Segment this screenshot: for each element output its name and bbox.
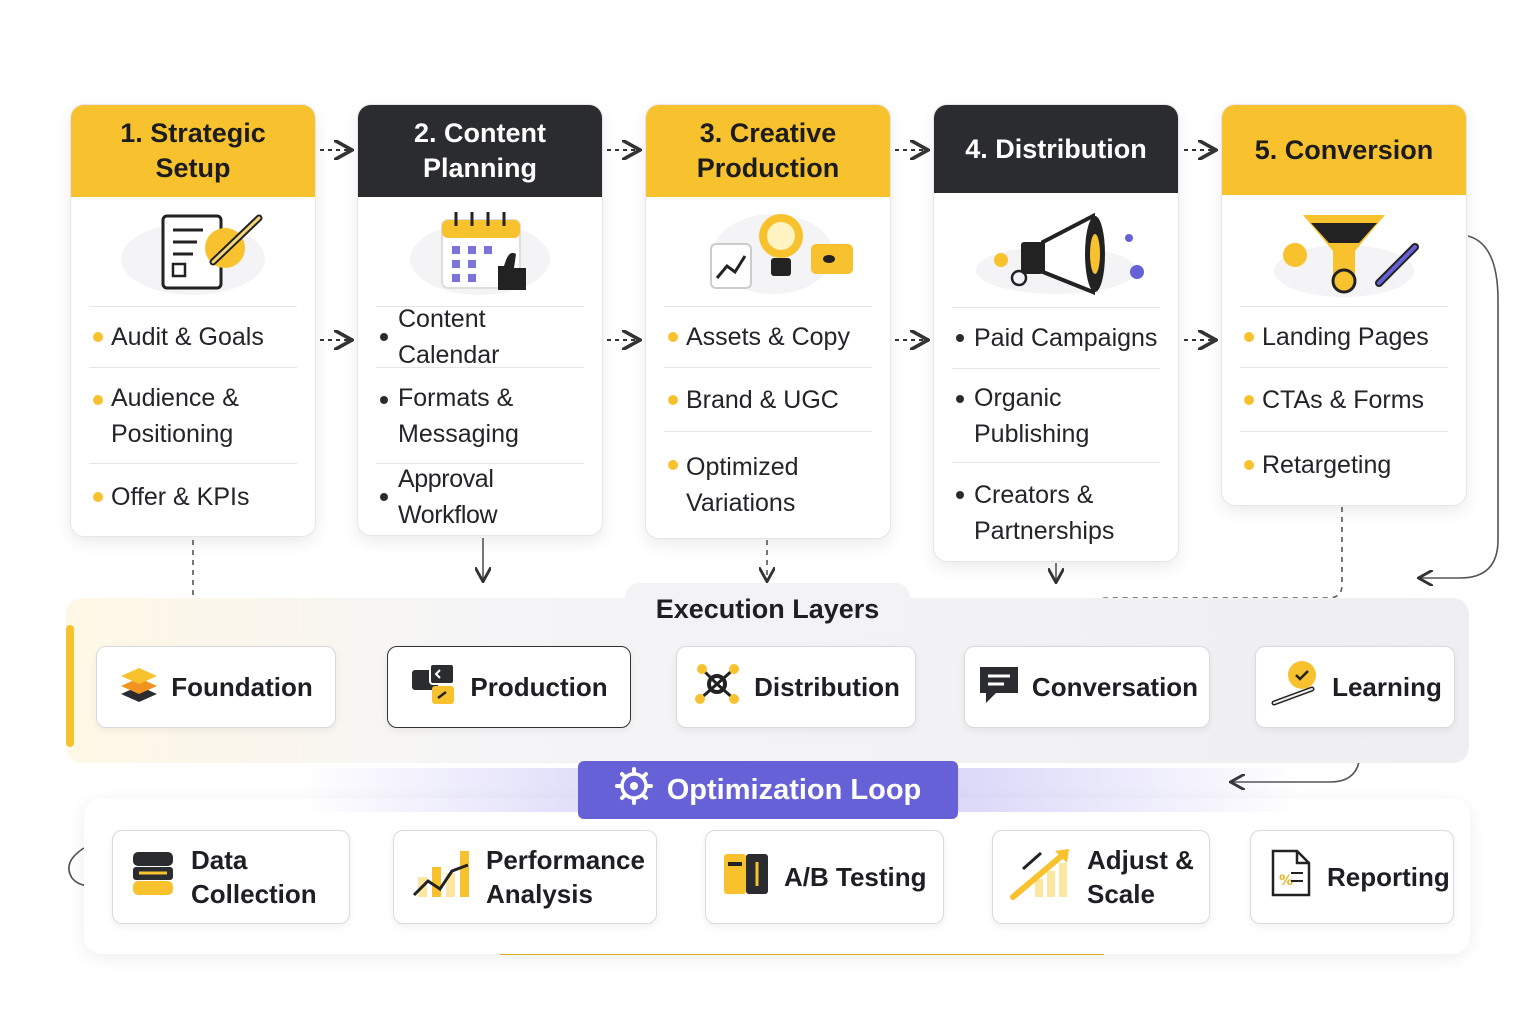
list-item: Formats & Messaging bbox=[376, 367, 584, 463]
phase-card-distribution: 4. Distribution Paid Campaigns Organic P… bbox=[933, 104, 1179, 562]
layer-label: Foundation bbox=[171, 671, 313, 702]
step-label: Performance Analysis bbox=[486, 845, 645, 909]
step-adjust-scale: Adjust & Scale bbox=[992, 830, 1210, 924]
report-icon: % bbox=[1267, 847, 1313, 907]
list-item: Paid Campaigns bbox=[952, 308, 1160, 368]
layer-conversation: Conversation bbox=[964, 646, 1210, 728]
gear-icon bbox=[614, 767, 653, 813]
bar-chart-icon bbox=[410, 845, 472, 909]
step-label: A/B Testing bbox=[784, 862, 927, 892]
media-icon bbox=[410, 662, 458, 713]
list-item: Audit & Goals bbox=[89, 307, 297, 367]
phase-title: 1. Strategic Setup bbox=[71, 105, 315, 197]
list-item: Landing Pages bbox=[1240, 307, 1448, 367]
calendar-thumbs-up-icon bbox=[376, 197, 584, 307]
list-item: Retargeting bbox=[1240, 431, 1448, 497]
list-item: Brand & UGC bbox=[664, 367, 872, 431]
layer-label: Conversation bbox=[1031, 671, 1199, 702]
chat-icon bbox=[976, 663, 1022, 712]
phase-card-conversion: 5. Conversion Landing Pages CTAs & Forms… bbox=[1221, 104, 1467, 506]
step-label: Adjust & Scale bbox=[1087, 845, 1194, 909]
list-item: Assets & Copy bbox=[664, 307, 872, 367]
step-reporting: % Reporting bbox=[1250, 830, 1454, 924]
layer-foundation: Foundation bbox=[96, 646, 336, 728]
layer-distribution: Distribution bbox=[676, 646, 916, 728]
list-item: Offer & KPIs bbox=[89, 463, 297, 529]
step-ab-testing: A/B Testing bbox=[705, 830, 944, 924]
phase-title: 2. Content Planning bbox=[358, 105, 602, 197]
phase-title: 3. Creative Production bbox=[646, 105, 890, 197]
layer-label: Production bbox=[470, 671, 608, 702]
layer-label: Learning bbox=[1332, 671, 1442, 702]
phase-title: 5. Conversion bbox=[1222, 105, 1466, 195]
list-item: Creators & Partnerships bbox=[952, 462, 1160, 561]
lightbulb-icon bbox=[664, 197, 872, 307]
layer-label: Distribution bbox=[754, 671, 900, 702]
execution-title: Execution Layers bbox=[625, 583, 910, 635]
execution-accent-bar bbox=[66, 625, 74, 747]
step-label: Reporting bbox=[1327, 862, 1450, 892]
layers-icon bbox=[119, 664, 159, 711]
layer-learning: Learning bbox=[1255, 646, 1455, 728]
database-icon bbox=[129, 848, 177, 906]
svg-text:%: % bbox=[1279, 873, 1293, 889]
step-performance-analysis: Performance Analysis bbox=[393, 830, 657, 924]
megaphone-icon bbox=[952, 193, 1160, 308]
phase-card-creative-production: 3. Creative Production Assets & Copy Bra… bbox=[645, 104, 891, 539]
step-data-collection: Data Collection bbox=[112, 830, 350, 924]
list-item: CTAs & Forms bbox=[1240, 367, 1448, 431]
step-label: Data Collection bbox=[191, 845, 317, 909]
phase-card-content-planning: 2. Content Planning Content Calendar For… bbox=[357, 104, 603, 536]
growth-icon bbox=[1009, 845, 1073, 909]
lightbulb-key-icon bbox=[1268, 659, 1326, 716]
list-item: Optimized Variations bbox=[664, 431, 872, 537]
list-item: Content Calendar bbox=[376, 305, 584, 369]
list-item: Organic Publishing bbox=[952, 368, 1160, 462]
phase-title: 4. Distribution bbox=[934, 105, 1178, 193]
checklist-pencil-icon bbox=[89, 197, 297, 307]
layer-production: Production bbox=[387, 646, 631, 728]
phase-card-strategic-setup: 1. Strategic Setup Audit & Goals Audienc… bbox=[70, 104, 316, 537]
ab-test-icon bbox=[722, 848, 770, 906]
list-item: Approval Workflow bbox=[376, 463, 584, 529]
list-item: Audience & Positioning bbox=[89, 367, 297, 463]
optimization-title-badge: Optimization Loop bbox=[578, 761, 958, 819]
optimization-title: Optimization Loop bbox=[666, 773, 922, 806]
network-icon bbox=[692, 659, 742, 716]
funnel-icon bbox=[1240, 195, 1448, 307]
